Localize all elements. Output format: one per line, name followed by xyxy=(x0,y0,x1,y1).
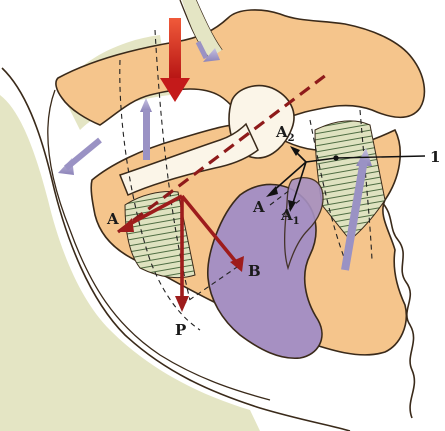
label-a-left: A xyxy=(106,210,119,228)
arrowhead-p xyxy=(175,296,189,312)
label-b: B xyxy=(248,262,261,280)
label-p: P xyxy=(175,321,186,339)
label-a-mid: A xyxy=(252,198,265,216)
lavender-arrow-left xyxy=(58,140,100,175)
label-callout-1: 1 xyxy=(430,148,440,166)
